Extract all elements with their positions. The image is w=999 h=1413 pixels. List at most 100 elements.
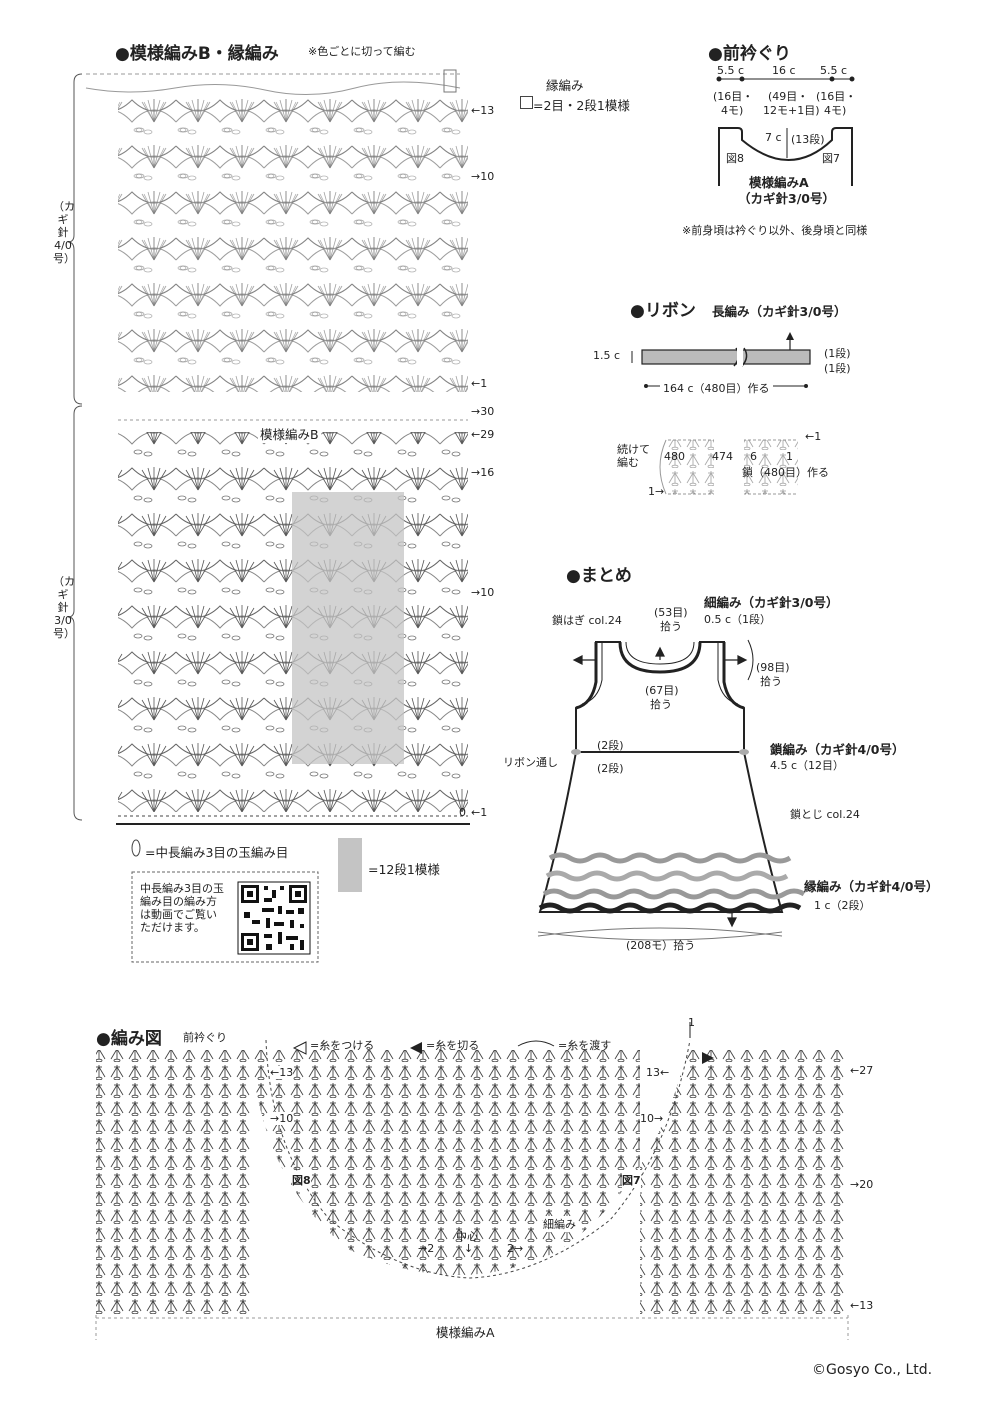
ribbon-method: 長編み（カギ針3/0号） bbox=[712, 304, 847, 319]
legend-cut: =糸を切る bbox=[426, 1039, 480, 1052]
neck-sub-left: (16目・ bbox=[713, 90, 754, 103]
row-marker: ←1 bbox=[471, 806, 488, 819]
sc-label: 細編み（カギ針3/0号） bbox=[704, 595, 839, 610]
chart-top-marker: 1 bbox=[688, 1016, 695, 1029]
hook-lower-part: 針 bbox=[57, 601, 69, 614]
hook-upper-part: 針 bbox=[57, 226, 69, 239]
chart-center: 中心 bbox=[456, 1230, 478, 1243]
two-rows-top: (2段) bbox=[597, 739, 624, 752]
chart-arrow-right: 2→ bbox=[507, 1242, 524, 1255]
neck-sub-right: (16目・ bbox=[816, 90, 857, 103]
chart-subtitle: 前衿ぐり bbox=[183, 1031, 227, 1044]
hook-lower-part: 3/0 bbox=[54, 614, 72, 627]
legend-attach: =糸をつける bbox=[310, 1039, 375, 1052]
hook-upper-part: ギ bbox=[57, 213, 69, 226]
edge-label: 縁編み bbox=[546, 78, 584, 93]
legend-carry: =糸を渡す bbox=[558, 1039, 612, 1052]
ribbon-continue: 続けて 編む bbox=[617, 443, 650, 469]
neck-hook: （カギ針3/0号） bbox=[738, 191, 835, 206]
neck-note: ※前身頃は衿ぐり以外、後身頃と同様 bbox=[682, 224, 868, 237]
sc-rows: 0.5 c（1段） bbox=[704, 613, 772, 626]
chart-sc-label: 細編み bbox=[543, 1216, 576, 1232]
hook-size-upper: （カ ギ 針 4/0 号） bbox=[53, 200, 75, 265]
neckline-title: ●前衿ぐり bbox=[708, 44, 791, 64]
pick-208: (208モ）拾う bbox=[626, 939, 696, 952]
row-marker: →10 bbox=[471, 586, 495, 599]
pick-53-b: 拾う bbox=[660, 620, 682, 633]
edge-st-label: 縁編み（カギ針4/0号） bbox=[804, 879, 939, 894]
chart-right-row: ←27 bbox=[850, 1064, 874, 1077]
row-marker: →10 bbox=[471, 170, 495, 183]
ribbon-width: 1.5 c bbox=[593, 349, 621, 362]
ribbon-rows-bottom: (1段) bbox=[824, 362, 851, 375]
hook-lower-part: ギ bbox=[57, 588, 69, 601]
chart-left-row: →10 bbox=[270, 1112, 294, 1125]
ribbon-row-out: ←1 bbox=[805, 430, 822, 443]
pattern-b-label: 模様編みB bbox=[258, 424, 321, 443]
legend-bobble: =中長編み3目の玉編み目 bbox=[145, 845, 289, 860]
hook-upper-part: 4/0 bbox=[54, 239, 72, 252]
neck-center-rows: (13段) bbox=[791, 133, 825, 146]
chart-right-row: ←13 bbox=[850, 1299, 874, 1312]
stitch-num-474: 474 bbox=[712, 450, 733, 463]
pick-98-b: 拾う bbox=[760, 675, 782, 688]
neck-fig-left: 図8 bbox=[726, 152, 744, 165]
pattern-b-note: ※色ごとに切って編む bbox=[308, 45, 416, 58]
assembly-title: ●まとめ bbox=[566, 566, 632, 586]
chart-left-row: ←13 bbox=[270, 1066, 294, 1079]
neck-sub2-right: 4モ) bbox=[824, 104, 847, 117]
chart-fig-left: 図8 bbox=[292, 1172, 311, 1188]
repeat-square-icon bbox=[520, 96, 533, 109]
chart-right-row: →20 bbox=[850, 1178, 874, 1191]
ribbon-rows-top: (1段) bbox=[824, 347, 851, 360]
repeat-note: =2目・2段1模様 bbox=[533, 98, 630, 113]
neck-dim-left: 5.5 c bbox=[717, 64, 745, 77]
neck-pattern-a: 模様編みA bbox=[749, 175, 809, 190]
row-marker: →30 bbox=[471, 405, 495, 418]
stitch-num-480: 480 bbox=[664, 450, 685, 463]
qr-caption-line: ただけます。 bbox=[140, 921, 205, 934]
edge-st-size: 1 c（2段） bbox=[814, 899, 871, 912]
chart-inner-row: 10→ bbox=[640, 1112, 664, 1125]
hook-size-lower: （カ ギ 針 3/0 号） bbox=[53, 575, 75, 640]
row-zero: 0 bbox=[459, 806, 466, 819]
neck-center-dim: 7 c bbox=[765, 131, 782, 144]
chart-pattern-a: 模様編みA bbox=[436, 1325, 495, 1340]
hook-upper-part: 号） bbox=[53, 252, 75, 265]
chart-inner-row: 13← bbox=[646, 1066, 670, 1079]
copyright: ©Gosyo Co., Ltd. bbox=[812, 1362, 933, 1378]
qr-caption-line: 編み目の編み方 bbox=[140, 895, 217, 908]
chart-arrow-left: →2 bbox=[418, 1242, 435, 1255]
row-marker: ←13 bbox=[471, 104, 495, 117]
row-marker: →16 bbox=[471, 466, 495, 479]
hook-lower-part: 号） bbox=[53, 627, 75, 640]
neck-sub-center: (49目・ bbox=[768, 90, 809, 103]
neck-dim-center: 16 c bbox=[772, 64, 796, 77]
legend-repeat: =12段1模様 bbox=[368, 862, 440, 877]
chart-title: ●編み図 bbox=[96, 1029, 162, 1049]
qr-caption: 中長編み3目の玉 編み目の編み方 は動画でご覧い ただけます。 bbox=[140, 882, 224, 934]
ribbon-chain-made: 鎖（480目）作る bbox=[742, 466, 829, 479]
neck-sub2-left: 4モ) bbox=[721, 104, 744, 117]
qr-caption-line: 中長編み3目の玉 bbox=[140, 882, 224, 895]
stitch-num-6: 6 bbox=[750, 450, 757, 463]
pick-98: (98目) bbox=[756, 661, 790, 674]
pick-67-b: 拾う bbox=[650, 698, 672, 711]
neck-dim-right: 5.5 c bbox=[820, 64, 848, 77]
chain-join-label: 鎖はぎ col.24 bbox=[552, 614, 622, 627]
ribbon-title: ●リボン bbox=[630, 301, 696, 321]
qr-caption-line: は動画でご覧い bbox=[140, 908, 217, 921]
two-rows-bottom: (2段) bbox=[597, 762, 624, 775]
pick-53: (53目) bbox=[654, 606, 688, 619]
neck-sub2-center: 12モ+1目) bbox=[763, 104, 820, 117]
hook-upper-part: （カ bbox=[53, 200, 75, 213]
continue-line: 続けて bbox=[617, 443, 650, 456]
continue-line: 編む bbox=[617, 456, 639, 469]
ribbon-row-in: 1→ bbox=[648, 485, 665, 498]
neck-fig-right: 図7 bbox=[822, 152, 840, 165]
row-marker: ←29 bbox=[471, 428, 495, 441]
stitch-num-1: 1 bbox=[786, 450, 793, 463]
chart-center-arrow: ↓ bbox=[464, 1242, 474, 1255]
chain-st-label: 鎖編み（カギ針4/0号） bbox=[770, 742, 905, 757]
